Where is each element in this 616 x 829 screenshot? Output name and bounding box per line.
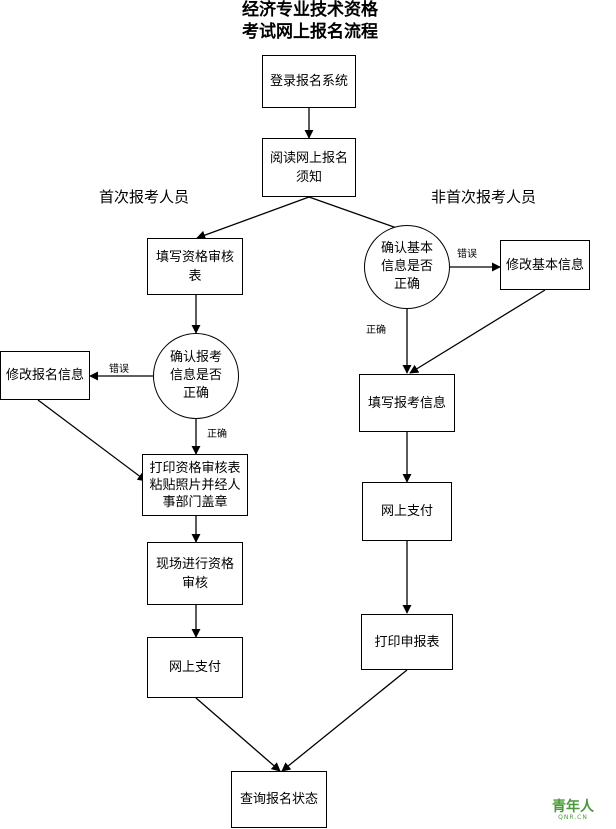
edge-label-right-correct: 正确 bbox=[366, 325, 386, 336]
watermark-sub: QNR.CN bbox=[558, 814, 588, 821]
watermark-logo: 青年人 QNR.CN bbox=[552, 800, 594, 822]
node-query-status: 查询报名状态 bbox=[231, 771, 327, 828]
arrow-modify-basic-to-fill-exam bbox=[409, 289, 546, 374]
node-read-notice: 阅读网上报名须知 bbox=[262, 138, 356, 197]
edge-label-left-correct: 正确 bbox=[207, 429, 227, 440]
watermark-main: 青年人 bbox=[552, 799, 594, 815]
node-fill-review-form: 填写资格审核表 bbox=[147, 238, 243, 295]
arrow-print-app-to-query bbox=[281, 669, 408, 772]
node-login: 登录报名系统 bbox=[262, 55, 356, 108]
lane-label-first-time: 首次报考人员 bbox=[99, 188, 190, 206]
node-confirm-basic-info: 确认基本信息是否正确 bbox=[364, 225, 450, 309]
node-fill-exam-info: 填写报考信息 bbox=[359, 374, 455, 432]
lane-label-not-first-time: 非首次报考人员 bbox=[431, 188, 537, 206]
edge-label-right-wrong: 错误 bbox=[457, 249, 477, 260]
node-print-review-form: 打印资格审核表粘贴照片并经人事部门盖章 bbox=[142, 454, 248, 516]
diagram-title-line2: 考试网上报名流程 bbox=[242, 22, 378, 42]
arrow-pay-left-to-query bbox=[195, 697, 281, 772]
node-confirm-exam-info: 确认报考信息是否正确 bbox=[153, 333, 239, 419]
node-print-application: 打印申报表 bbox=[361, 614, 453, 670]
node-modify-exam-info: 修改报名信息 bbox=[0, 351, 90, 400]
node-pay-online-right: 网上支付 bbox=[362, 482, 452, 541]
node-modify-basic-info: 修改基本信息 bbox=[500, 240, 590, 290]
node-onsite-review: 现场进行资格审核 bbox=[147, 542, 243, 605]
diagram-title-line1: 经济专业技术资格 bbox=[242, 0, 378, 20]
arrow-read-to-fill-review bbox=[196, 196, 310, 240]
arrow-read-to-confirm-basic bbox=[308, 196, 409, 234]
arrow-modify-to-print bbox=[37, 399, 147, 482]
edge-label-left-wrong: 错误 bbox=[109, 364, 129, 375]
node-pay-online-left: 网上支付 bbox=[147, 637, 243, 698]
